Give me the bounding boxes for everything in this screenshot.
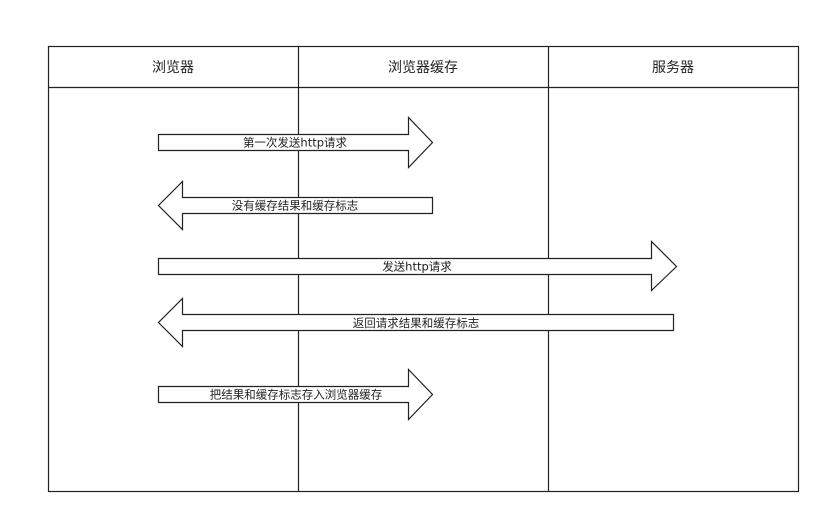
- arrow-shape: [157, 297, 675, 348]
- diagram-frame: [47, 45, 800, 493]
- column-header-server: 服务器: [652, 60, 694, 76]
- arrow-shape: [157, 180, 434, 231]
- arrow-store-cache: 把结果和缓存标志存入浏览器缓存: [157, 368, 434, 421]
- arrow-no-cache-result: 没有缓存结果和缓存标志: [157, 180, 434, 231]
- arrow-shape: [157, 116, 434, 169]
- arrow-label: 发送http请求: [382, 260, 452, 274]
- arrow-label: 没有缓存结果和缓存标志: [232, 199, 359, 213]
- arrow-label: 把结果和缓存标志存入浏览器缓存: [210, 388, 383, 402]
- arrow-return-result: 返回请求结果和缓存标志: [157, 297, 675, 348]
- arrow-shape: [157, 368, 434, 421]
- arrow-label: 返回请求结果和缓存标志: [353, 316, 480, 330]
- column-header-browser-cache: 浏览器缓存: [388, 60, 458, 76]
- column-header-browser: 浏览器: [152, 60, 194, 76]
- arrow-send-request: 发送http请求: [157, 240, 678, 292]
- arrow-shape: [157, 240, 678, 292]
- arrow-first-request: 第一次发送http请求: [157, 116, 434, 169]
- arrow-label: 第一次发送http请求: [243, 136, 348, 150]
